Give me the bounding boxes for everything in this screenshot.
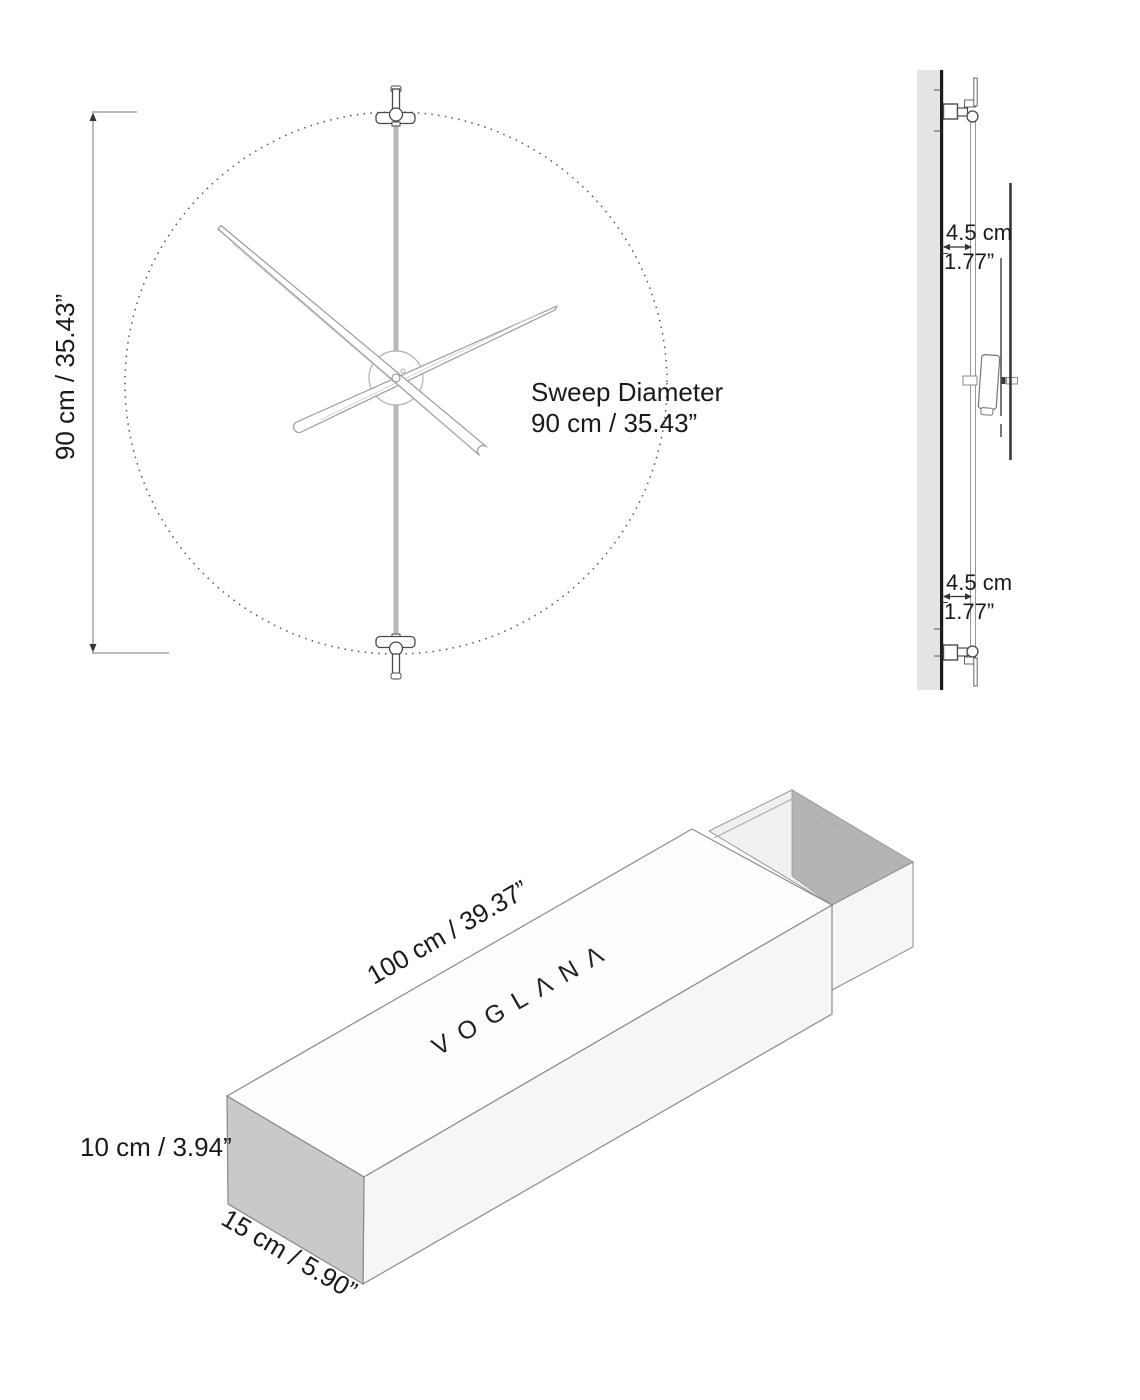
bracket-ball bbox=[966, 110, 979, 123]
bracket-ball bbox=[966, 645, 979, 658]
clock-hands bbox=[217, 224, 558, 456]
bottom-mount bbox=[375, 633, 416, 680]
wall-section bbox=[917, 70, 940, 690]
wall-surface-line bbox=[940, 70, 944, 690]
axis-left bbox=[962, 375, 978, 386]
side-movement bbox=[962, 183, 1018, 460]
front-view-clock: 90 cm / 35.43” bbox=[50, 85, 724, 680]
hub-center-screw bbox=[400, 368, 406, 374]
box-height-dimension-label: 10 cm / 3.94” bbox=[80, 1132, 232, 1162]
front-height-dimension-label: 90 cm / 35.43” bbox=[50, 294, 80, 460]
bracket-block bbox=[942, 103, 959, 120]
sweep-diameter-label: Sweep Diameter 90 cm / 35.43” bbox=[531, 377, 724, 438]
minute-hand-seam bbox=[231, 242, 469, 447]
bottom-pin-cap bbox=[390, 672, 402, 680]
tray-rim-edge bbox=[713, 798, 905, 867]
top-mount bbox=[375, 85, 416, 127]
sleeve-end-face bbox=[226, 1094, 365, 1286]
sweep-diameter-label-line1: Sweep Diameter bbox=[531, 377, 724, 407]
side-top-offset-inch-label: 1.77” bbox=[944, 249, 994, 274]
side-view-clock: 4.5 cm 1.77” 4.5 cm 1.77” bbox=[917, 70, 1018, 690]
side-bottom-bracket bbox=[942, 644, 979, 687]
arrow-down-icon bbox=[89, 644, 97, 653]
top-ball-joint bbox=[388, 107, 404, 122]
height-dimension: 90 cm / 35.43” bbox=[50, 111, 169, 654]
movement-tab bbox=[980, 407, 994, 416]
side-bottom-offset-cm-label: 4.5 cm bbox=[946, 570, 1012, 595]
side-bottom-offset-inch-label: 1.77” bbox=[944, 599, 994, 624]
side-top-offset-cm-label: 4.5 cm bbox=[946, 220, 1012, 245]
hub-center-cap bbox=[391, 373, 401, 383]
side-bottom-offset-annotation: 4.5 cm 1.77” bbox=[941, 570, 1012, 624]
sweep-diameter-label-line2: 90 cm / 35.43” bbox=[531, 408, 697, 438]
minute-hand bbox=[217, 224, 488, 456]
axis-dark bbox=[1000, 377, 1006, 384]
sleeve: VOGLΛNΛ bbox=[225, 828, 834, 1286]
hour-hand-seam bbox=[319, 312, 541, 421]
movement-box bbox=[977, 354, 1001, 410]
bracket-pin bbox=[973, 657, 978, 687]
box-view: VOGLΛNΛ 100 cm / 39.37” 10 cm / 3.94” 15… bbox=[80, 789, 915, 1306]
bracket-arm bbox=[956, 107, 969, 117]
arrow-left-icon bbox=[943, 243, 950, 251]
bottom-pin bbox=[391, 653, 401, 676]
axis-right bbox=[1006, 377, 1018, 385]
top-bracket-notch bbox=[391, 121, 401, 127]
bracket-arm bbox=[956, 647, 969, 657]
side-top-bracket bbox=[942, 77, 979, 123]
bottom-ball-joint bbox=[388, 641, 404, 656]
tray bbox=[707, 789, 915, 991]
side-top-offset-annotation: 4.5 cm 1.77” bbox=[941, 220, 1012, 274]
arrow-right-icon bbox=[965, 243, 972, 251]
arrow-right-icon bbox=[965, 593, 972, 600]
sweep-circle bbox=[124, 111, 668, 655]
bracket-block bbox=[942, 644, 959, 661]
arrow-left-icon bbox=[943, 593, 950, 600]
arrow-up-icon bbox=[89, 112, 97, 121]
bracket-pin bbox=[973, 77, 978, 107]
